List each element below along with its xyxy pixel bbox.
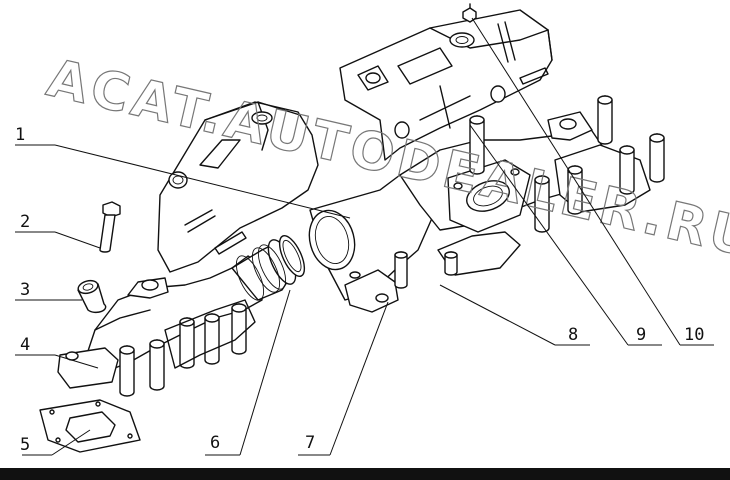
callout-10: 10 [684, 325, 704, 345]
gasket-part-5 [39, 399, 141, 453]
callout-4: 4 [20, 335, 30, 355]
callout-6: 6 [210, 433, 220, 453]
sleeve-part-3 [77, 279, 107, 314]
callout-1: 1 [15, 125, 25, 145]
stud-group-left [119, 303, 247, 397]
callout-labels: 1 2 3 4 5 6 7 8 9 10 [15, 125, 704, 455]
stud-group-right [469, 95, 665, 233]
bellows-pipe [231, 235, 306, 301]
bottom-border [0, 468, 730, 480]
center-pipe [308, 167, 441, 313]
bolt-part-2 [99, 201, 121, 253]
manifold-left [57, 255, 263, 397]
callout-3: 3 [20, 280, 30, 300]
callout-9: 9 [636, 325, 646, 345]
callout-8: 8 [568, 325, 578, 345]
callout-2: 2 [20, 212, 30, 232]
heat-shield-left [157, 101, 319, 273]
manifold-right [399, 95, 665, 276]
heat-shield-right [339, 9, 553, 161]
callout-5: 5 [20, 435, 30, 455]
callout-7: 7 [305, 433, 315, 453]
bolt-top [462, 3, 477, 23]
leader-lines [15, 17, 714, 456]
